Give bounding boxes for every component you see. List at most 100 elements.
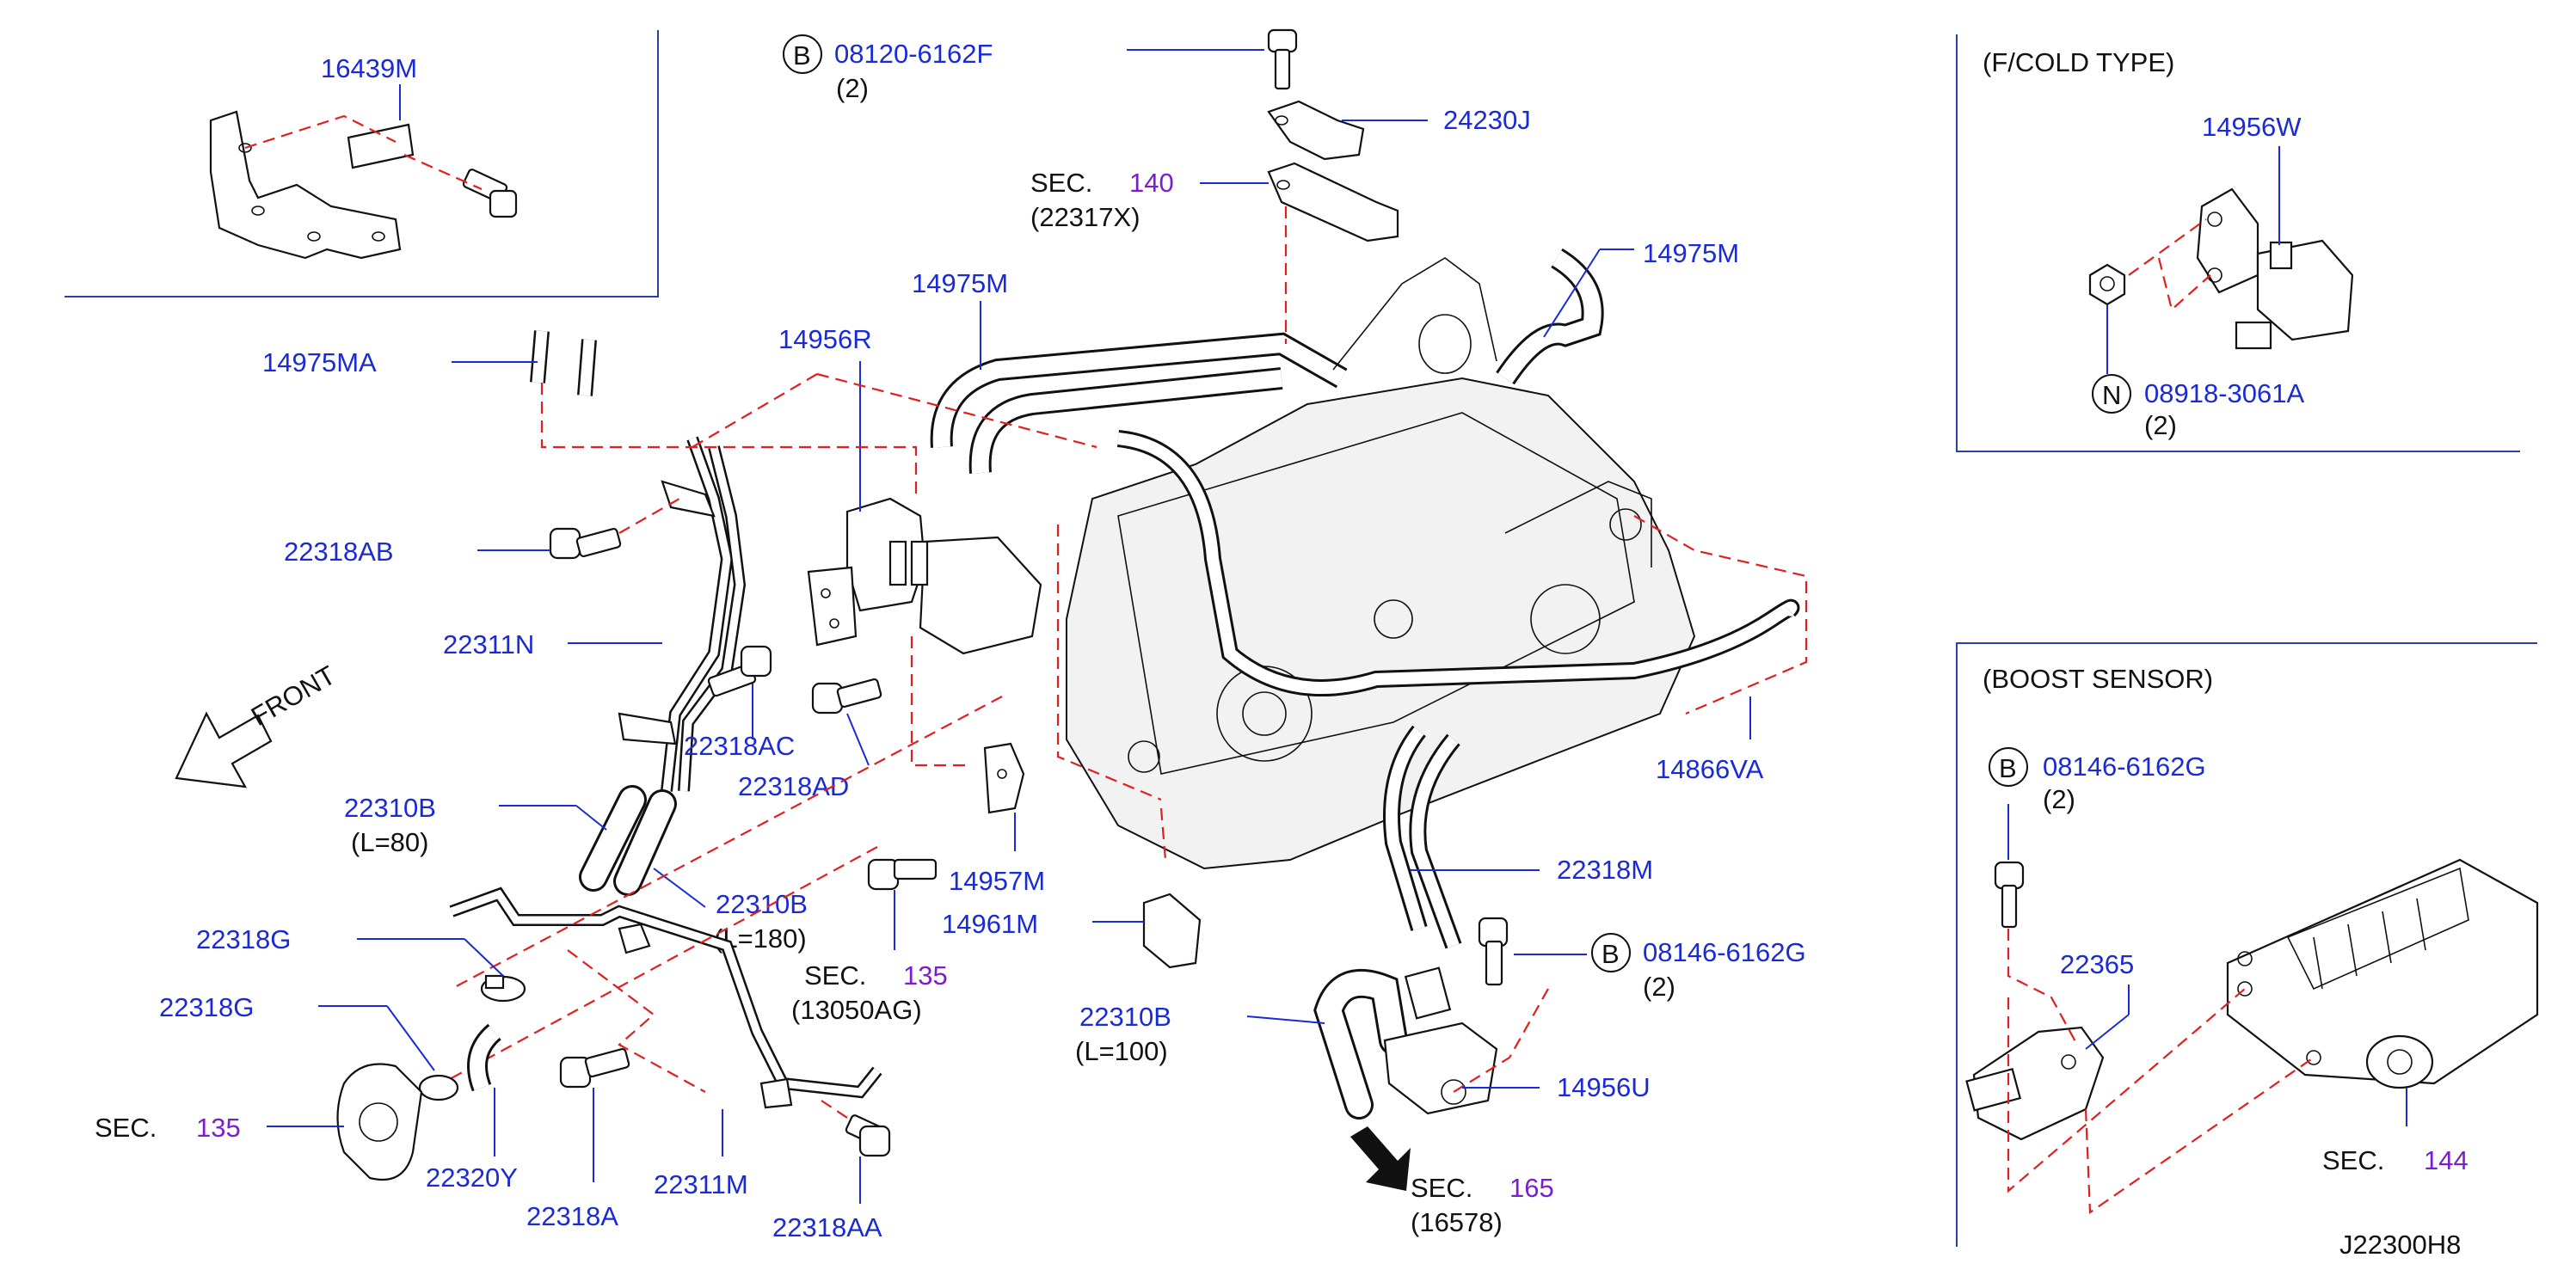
sec135a-number[interactable]: 135: [903, 960, 948, 991]
valve-14956w-part[interactable]: [2196, 187, 2354, 350]
label-08146-6162g-boost[interactable]: 08146-6162G: [2043, 751, 2206, 782]
label-22318g-b[interactable]: 22318G: [159, 992, 254, 1022]
pipe-22311n[interactable]: [618, 436, 747, 792]
label-14956r[interactable]: 14956R: [778, 324, 872, 354]
bolt-22318aa-icon[interactable]: [845, 1114, 891, 1157]
label-22310b-c[interactable]: 22310B: [1079, 1002, 1171, 1032]
label-08146-6162g-right-qty: (2): [1643, 972, 1675, 1002]
bolt-08120-top-icon[interactable]: [1267, 28, 1298, 90]
label-22311n[interactable]: 22311N: [443, 629, 534, 659]
sec165-number[interactable]: 165: [1509, 1173, 1554, 1203]
sec165-ref: (16578): [1411, 1207, 1503, 1237]
badge-b-top-letter: B: [793, 40, 811, 71]
bolt-22318ad-icon[interactable]: [811, 678, 882, 715]
label-22318a[interactable]: 22318A: [526, 1201, 618, 1231]
label-08146-6162g-right[interactable]: 08146-6162G: [1643, 937, 1806, 967]
badge-b-top: [783, 34, 822, 74]
sec144-number[interactable]: 144: [2424, 1145, 2468, 1175]
inset-frame-left: [65, 30, 659, 298]
sec135b-prefix: SEC.: [95, 1113, 157, 1143]
label-24230j[interactable]: 24230J: [1443, 105, 1531, 135]
label-16439m[interactable]: 16439M: [321, 53, 417, 83]
label-22318g-a[interactable]: 22318G: [196, 924, 291, 954]
front-label: FRONT: [246, 659, 341, 732]
hose-22320y[interactable]: [467, 1023, 502, 1092]
clamp-22318g-bottom[interactable]: [418, 1074, 459, 1101]
label-14866va[interactable]: 14866VA: [1656, 754, 1764, 784]
badge-b-right-letter: B: [1602, 939, 1620, 969]
sec135b-number[interactable]: 135: [196, 1113, 241, 1143]
label-14957m[interactable]: 14957M: [949, 866, 1045, 896]
bracket-sec140-part[interactable]: [1267, 162, 1399, 242]
hose-22318m[interactable]: [1383, 725, 1462, 949]
label-14956u[interactable]: 14956U: [1557, 1072, 1651, 1102]
hose-14975ma[interactable]: [530, 320, 699, 432]
inset-16439m: 16439M: [65, 30, 659, 298]
valve-14956r-part[interactable]: [807, 497, 1042, 655]
bracket-24230j-part[interactable]: [1267, 100, 1365, 161]
bolt-22318ac-icon[interactable]: [707, 645, 772, 697]
label-14975m-b[interactable]: 14975M: [1643, 238, 1739, 268]
front-arrow-icon: [175, 711, 273, 788]
bracket-16439m-part[interactable]: [209, 110, 415, 260]
badge-n-cold-letter: N: [2102, 380, 2121, 410]
label-08918-3061a-qty: (2): [2144, 410, 2177, 440]
bracket-14957m-part[interactable]: [983, 742, 1025, 814]
bolt-16439m-icon[interactable]: [462, 169, 518, 218]
hose-14866va[interactable]: [1116, 430, 1800, 696]
label-22318ad[interactable]: 22318AD: [738, 771, 849, 801]
badge-n-cold: [2092, 374, 2131, 414]
bolt-22318a-icon[interactable]: [559, 1047, 630, 1089]
label-22320y[interactable]: 22320Y: [426, 1163, 518, 1193]
sec140-number[interactable]: 140: [1129, 168, 1174, 198]
sec144-prefix: SEC.: [2322, 1145, 2384, 1175]
clamp-22318g-top[interactable]: [480, 974, 526, 1003]
panel-boost-frame: [1956, 642, 2537, 1247]
label-14961m[interactable]: 14961M: [942, 909, 1038, 939]
engine-block-part: [1066, 257, 1696, 870]
label-22310b-c-length: (L=100): [1075, 1036, 1168, 1066]
label-22318aa[interactable]: 22318AA: [772, 1212, 882, 1242]
hose-22310b-short[interactable]: [579, 785, 677, 896]
hose-22310b-long[interactable]: [1313, 968, 1408, 1120]
bolt-08146-right-icon[interactable]: [1478, 917, 1509, 986]
label-22310b-a-length: (L=80): [351, 827, 428, 857]
label-22365[interactable]: 22365: [2060, 949, 2134, 979]
pipe-22311m[interactable]: [449, 886, 882, 1109]
label-22311m[interactable]: 22311M: [654, 1169, 748, 1199]
arrow-sec165-icon: [1350, 1126, 1411, 1191]
badge-b-boost: [1989, 747, 2028, 787]
badge-b-right: [1591, 933, 1631, 972]
intake-sec144-part[interactable]: [2226, 858, 2539, 1089]
panel-boost-title: (BOOST SENSOR): [1983, 664, 2213, 694]
hose-14975m-left[interactable]: [930, 332, 1348, 474]
sec165-prefix: SEC.: [1411, 1173, 1472, 1203]
panel-boost-sensor: (BOOST SENSOR) B 08146-6162G (2) 22365: [1956, 642, 2539, 1247]
nut-08918-icon[interactable]: [2088, 263, 2126, 306]
label-08120-6162f[interactable]: 08120-6162F: [834, 39, 993, 69]
sec135a-ref: (13050AG): [791, 995, 922, 1025]
label-08120-6162f-qty: (2): [836, 73, 869, 103]
label-14975ma[interactable]: 14975MA: [262, 347, 377, 377]
label-22318ac[interactable]: 22318AC: [684, 731, 795, 761]
label-14975m-a[interactable]: 14975M: [912, 268, 1008, 298]
hose-14975m-right[interactable]: [1496, 248, 1604, 385]
panel-cold-frame: [1956, 34, 2520, 452]
sensor-22365-part[interactable]: [1965, 1026, 2105, 1141]
badge-b-boost-letter: B: [1999, 753, 2017, 783]
clip-14961m-part[interactable]: [1142, 893, 1202, 969]
label-22310b-a[interactable]: 22310B: [344, 793, 436, 823]
throttle-body-sec135-part[interactable]: [336, 1063, 423, 1181]
sec135a-prefix: SEC.: [804, 960, 866, 991]
panel-cold-title: (F/COLD TYPE): [1983, 47, 2174, 77]
valve-14956u-part[interactable]: [1383, 966, 1498, 1115]
label-08918-3061a[interactable]: 08918-3061A: [2144, 378, 2304, 408]
label-22318m[interactable]: 22318M: [1557, 855, 1653, 885]
bolt-22318ab-icon[interactable]: [549, 527, 622, 560]
bolt-08146-boost-icon[interactable]: [1994, 861, 2025, 929]
label-22318ab[interactable]: 22318AB: [284, 537, 394, 567]
label-22310b-b[interactable]: 22310B: [716, 889, 808, 919]
bolt-sec135-13050ag-icon[interactable]: [867, 858, 938, 891]
label-14956w[interactable]: 14956W: [2202, 112, 2302, 142]
